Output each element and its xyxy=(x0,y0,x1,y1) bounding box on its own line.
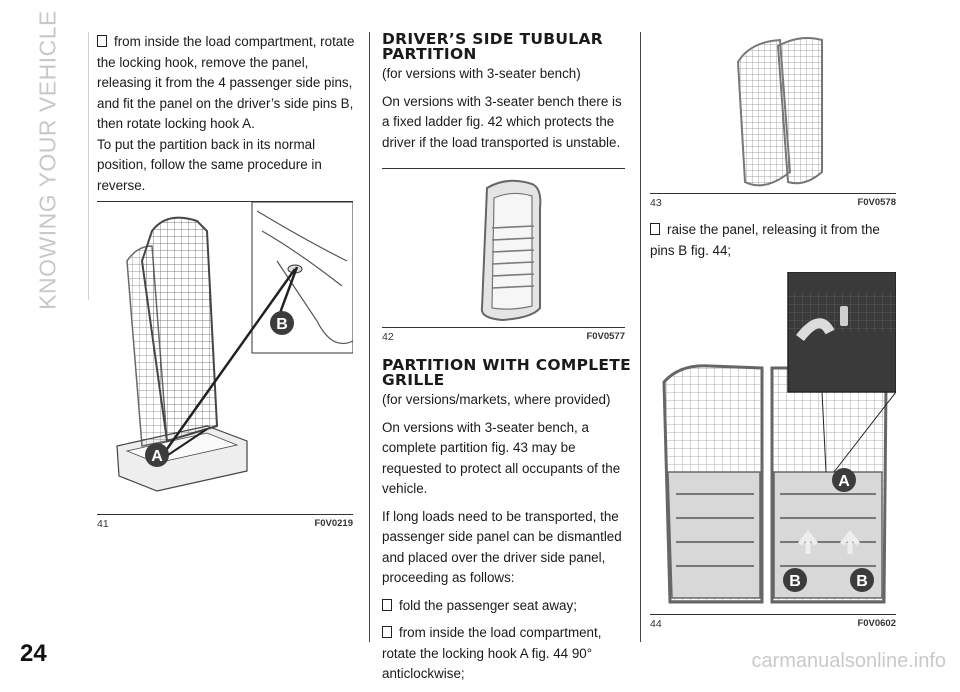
column-1: from inside the load compartment, rotate… xyxy=(97,32,359,203)
checkbox-bullet-icon xyxy=(382,598,392,611)
figure-number: 43 xyxy=(650,197,662,209)
section-heading: PARTITION WITH COMPLETE GRILLE xyxy=(382,356,632,389)
bullet-item: from inside the load compartment, rotate… xyxy=(97,34,355,131)
figure-code: F0V0578 xyxy=(857,197,896,208)
page-number: 24 xyxy=(20,640,47,667)
column-2: DRIVER’S SIDE TUBULAR PARTITION (for ver… xyxy=(382,30,632,160)
figure-43: 43 F0V0578 xyxy=(650,32,896,214)
figure-44: A B B 44 F0V0602 xyxy=(650,272,896,632)
figure-42: 42 F0V0577 xyxy=(382,168,625,348)
paragraph: On versions with 3-seater bench, a compl… xyxy=(382,419,621,497)
bullet-item: fold the passenger seat away; xyxy=(382,596,634,617)
bullet-item: raise the panel, releasing it from the p… xyxy=(650,222,880,258)
section-side-title: KNOWING YOUR VEHICLE xyxy=(34,10,61,310)
column-divider xyxy=(640,32,641,642)
section-subheading: (for versions/markets, where provided) xyxy=(382,392,611,407)
paragraph: On versions with 3-seater bench there is… xyxy=(382,93,622,150)
checkbox-bullet-icon xyxy=(650,223,660,235)
panel-release-illustration: A B B xyxy=(662,272,896,604)
label-a: A xyxy=(151,448,163,465)
section-heading: DRIVER’S SIDE TUBULAR PARTITION xyxy=(382,30,603,63)
figure-code: F0V0602 xyxy=(857,618,896,629)
watermark: carmanualsonline.info xyxy=(751,650,946,672)
figure-number: 44 xyxy=(650,618,662,630)
label-a: A xyxy=(838,473,850,490)
column-3: raise the panel, releasing it from the p… xyxy=(650,220,905,268)
paragraph: To put the partition back in its normal … xyxy=(97,136,322,193)
paragraph: If long loads need to be transported, th… xyxy=(382,508,622,586)
figure-number: 42 xyxy=(382,331,394,343)
figure-code: F0V0577 xyxy=(586,331,625,342)
label-b: B xyxy=(856,573,868,590)
side-divider xyxy=(88,32,89,300)
figure-41: B A 41 F0V0219 xyxy=(97,201,353,531)
bullet-item: from inside the load compartment, rotate… xyxy=(382,625,602,681)
figure-number: 41 xyxy=(97,518,109,530)
tubular-partition-illustration xyxy=(480,179,542,322)
complete-grille-illustration xyxy=(736,37,823,187)
checkbox-bullet-icon xyxy=(382,626,392,638)
checkbox-bullet-icon xyxy=(97,35,107,47)
partition-seat-illustration: B A xyxy=(116,201,353,492)
figure-code: F0V0219 xyxy=(314,518,353,529)
section-subheading: (for versions with 3-seater bench) xyxy=(382,66,581,81)
column-divider xyxy=(369,32,370,642)
label-b: B xyxy=(276,316,288,333)
column-2-lower: PARTITION WITH COMPLETE GRILLE (for vers… xyxy=(382,356,634,692)
label-b: B xyxy=(789,573,801,590)
